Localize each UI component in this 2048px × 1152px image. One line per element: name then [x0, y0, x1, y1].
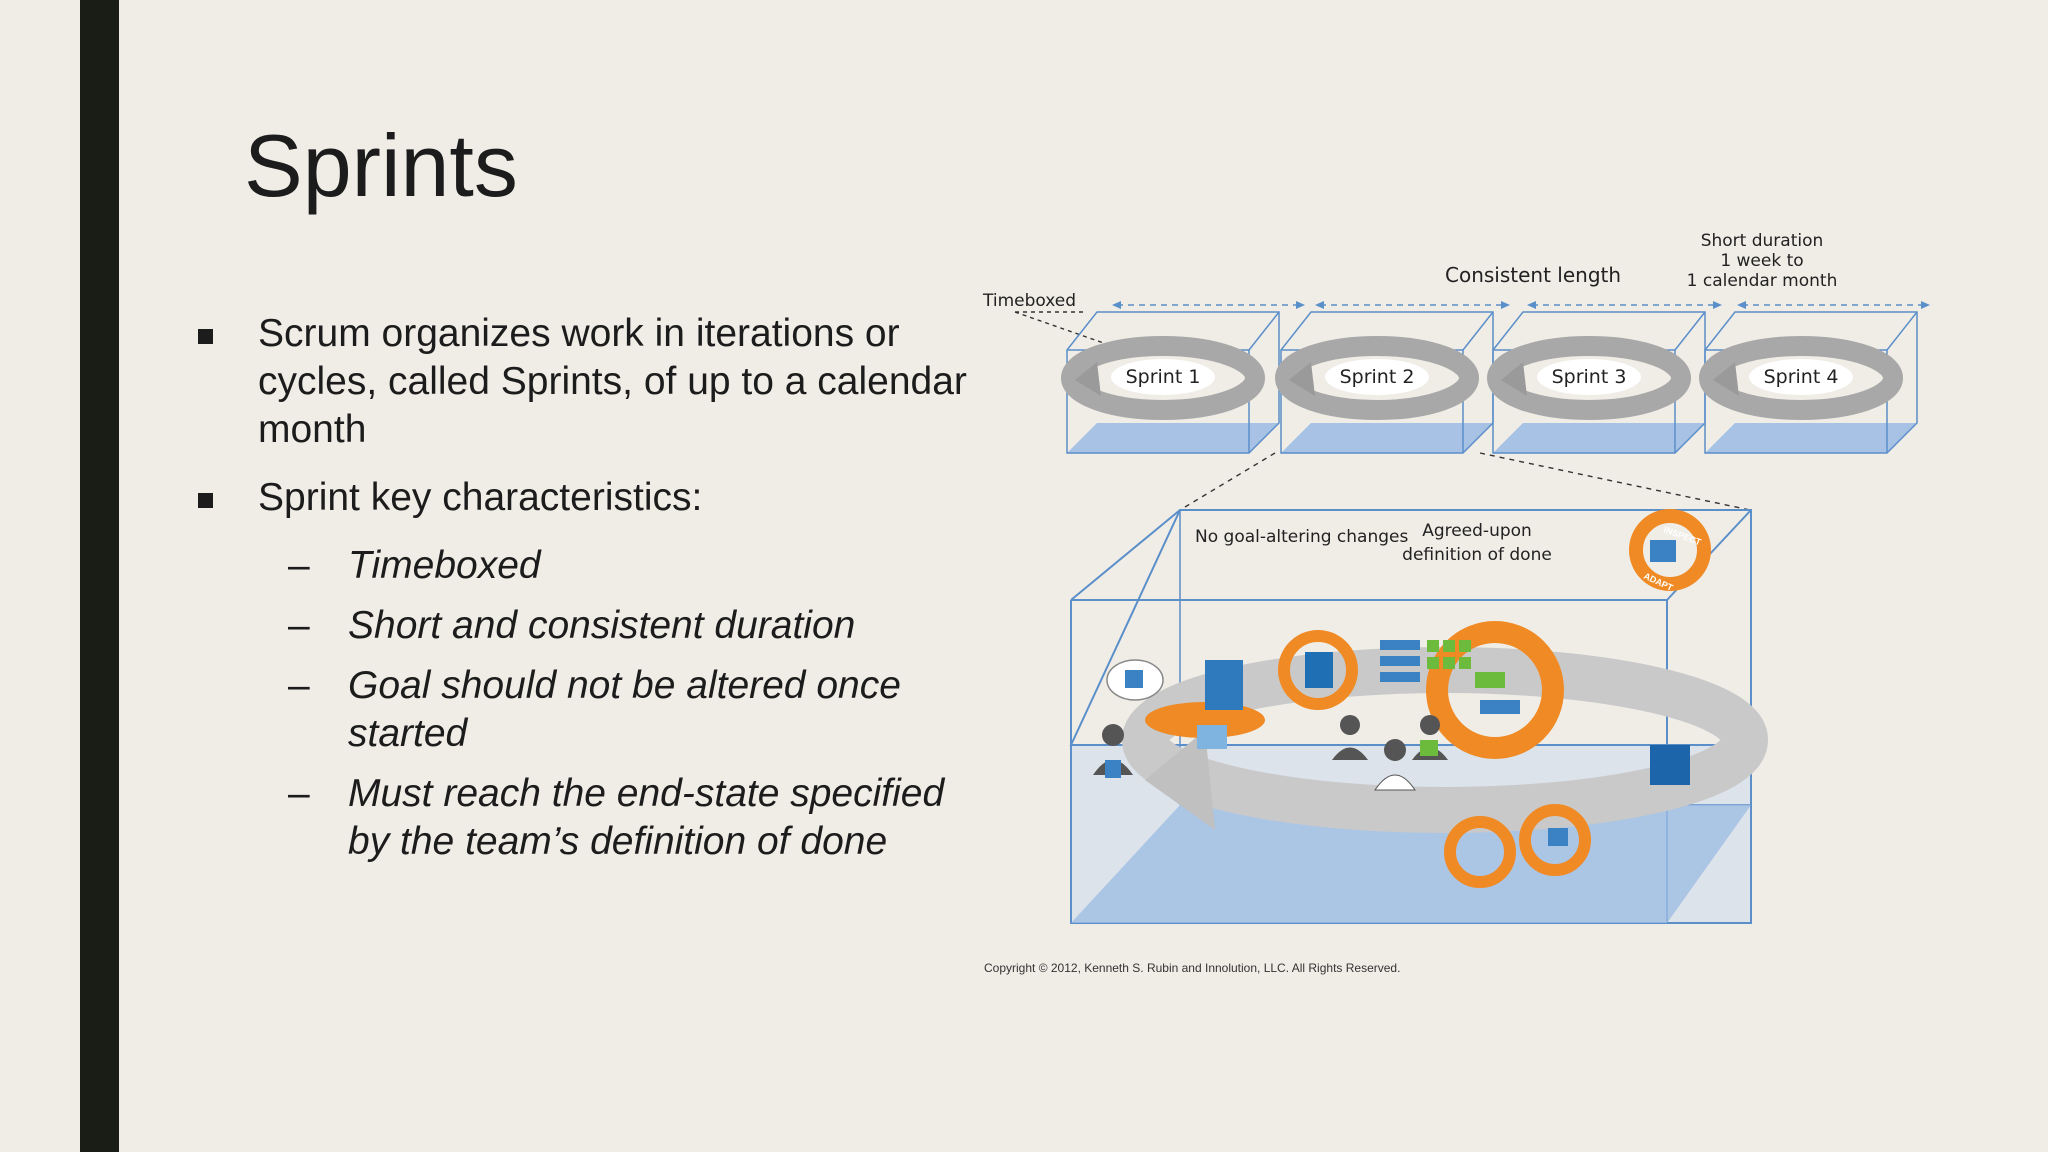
- team-people-icons: [1093, 715, 1448, 791]
- subbullet-text: duration: [703, 604, 856, 647]
- subbullet-emphasis: consistent: [527, 604, 704, 647]
- bullet-item: Sprint key characteristics:: [192, 474, 972, 522]
- subbullet-emphasis: Goal: [348, 664, 431, 707]
- bullet-item: Scrum organizes work in iterations or cy…: [192, 310, 972, 454]
- slide-accent-bar: [80, 0, 119, 1152]
- subbullet-dash: –: [288, 544, 310, 587]
- sprint-diagram: Timeboxed Consistent length Short durati…: [982, 231, 1930, 924]
- label-no-goal-altering: No goal-altering changes: [1195, 527, 1408, 547]
- copyright-notice: Copyright © 2012, Kenneth S. Rubin and I…: [984, 961, 1401, 975]
- subbullet-dash: –: [288, 604, 310, 647]
- subbullet-emphasis: Timeboxed: [348, 544, 541, 587]
- subbullet-item: –Short and consistent duration: [192, 602, 972, 650]
- sprint-box: Sprint 4: [1699, 311, 1918, 454]
- artifact-icons: [1106, 540, 1690, 846]
- bullet-text: key characteristics:: [359, 476, 703, 519]
- label-short-duration-3: 1 calendar month: [1687, 271, 1838, 291]
- label-consistent-length: Consistent length: [1445, 263, 1621, 287]
- subbullet-item: –Timeboxed: [192, 542, 972, 590]
- sprint-box: Sprint 1: [1061, 311, 1280, 454]
- subbullet-emphasis: end-state: [616, 772, 780, 815]
- bullet-square-icon: [198, 329, 213, 344]
- label-short-duration: Short duration: [1701, 231, 1824, 251]
- sprint-label: Sprint 2: [1340, 366, 1415, 388]
- label-adapt: ADAPT: [1642, 571, 1675, 593]
- sprint-label: Sprint 1: [1126, 366, 1201, 388]
- subbullet-item: –Must reach the end-state specified by t…: [192, 770, 972, 866]
- label-short-duration-2: 1 week to: [1720, 251, 1803, 271]
- subbullet-text: and: [441, 604, 528, 647]
- slide-title: Sprints: [244, 116, 518, 215]
- sprint-label: Sprint 4: [1764, 366, 1839, 388]
- subbullet-text: should not be altered once started: [348, 664, 901, 755]
- label-definition-of-done: definition of done: [1402, 545, 1552, 565]
- bullet-text: , of up to a calendar month: [258, 360, 967, 451]
- subbullet-list: –Timeboxed–Short and consistent duration…: [192, 542, 972, 866]
- bullet-bold: Sprints: [500, 360, 623, 403]
- arrow-heads: [1112, 301, 1930, 309]
- sprint-label: Sprint 3: [1552, 366, 1627, 388]
- subbullet-dash: –: [288, 664, 310, 707]
- subbullet-text: specified by the team’s definition of: [348, 772, 945, 863]
- bullet-bold: Scrum: [258, 312, 371, 355]
- label-agreed-upon: Agreed-upon: [1422, 521, 1532, 541]
- label-timeboxed: Timeboxed: [982, 291, 1076, 311]
- bullet-square-icon: [198, 493, 213, 508]
- sprint-box: Sprint 3: [1487, 311, 1706, 454]
- bullet-bold: Sprint: [258, 476, 360, 519]
- bullet-text: organizes work in iterations or cycles, …: [258, 312, 900, 403]
- subbullet-emphasis: done: [800, 820, 888, 863]
- subbullet-emphasis: Short: [348, 604, 442, 647]
- sprint-boxes: Sprint 1 Sprint 2 Sprint 3 Sprint 4: [1061, 311, 1918, 454]
- subbullet-text: Must reach the: [348, 772, 617, 815]
- bullet-list: Scrum organizes work in iterations or cy…: [192, 310, 972, 866]
- subbullet-item: –Goal should not be altered once started: [192, 662, 972, 758]
- subbullet-dash: –: [288, 772, 310, 815]
- sprint-box: Sprint 2: [1275, 311, 1494, 454]
